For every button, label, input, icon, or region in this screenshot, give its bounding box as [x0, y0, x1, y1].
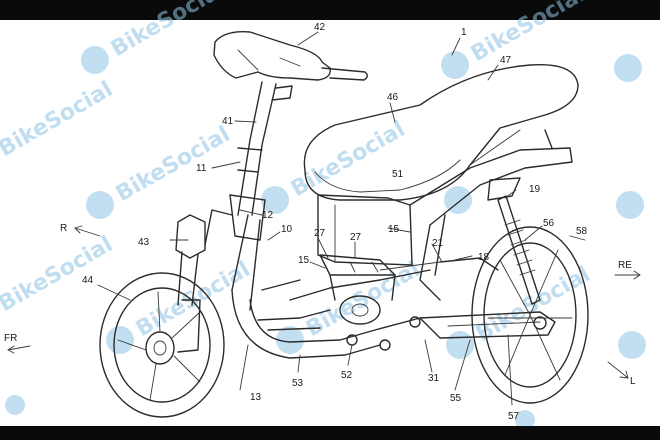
- direction-arrows: [7, 225, 641, 379]
- label-27-left: 27: [314, 228, 326, 239]
- bikesocial-logo-icon: [616, 191, 644, 219]
- label-55: 55: [450, 393, 462, 404]
- label-1: 1: [461, 27, 467, 38]
- bikesocial-logo-icon: [444, 186, 472, 214]
- seat: [303, 63, 579, 201]
- bikesocial-logo-icon: [618, 331, 646, 359]
- watermark-text: BikeSocial: [107, 0, 230, 62]
- handlebar: [213, 31, 368, 81]
- label-52: 52: [341, 370, 353, 381]
- label-47: 47: [500, 55, 512, 66]
- front-wheel: [99, 272, 225, 418]
- direction-r: R: [60, 223, 67, 234]
- bikesocial-logo-icon: [5, 395, 25, 415]
- label-53: 53: [292, 378, 304, 389]
- label-44: 44: [82, 275, 94, 286]
- label-46: 46: [387, 92, 399, 103]
- front-frame: [175, 81, 293, 311]
- watermark-10: BikeSocial: [106, 257, 254, 354]
- watermark-6: [614, 54, 642, 82]
- bikesocial-logo-icon: [106, 326, 134, 354]
- watermark-2: BikeSocial: [0, 77, 117, 162]
- label-18: 18: [478, 252, 490, 263]
- watermark-4: BikeSocial: [261, 117, 409, 214]
- watermark-9: BikeSocial: [0, 232, 117, 317]
- direction-l: L: [630, 376, 636, 387]
- bikesocial-logo-icon: [614, 54, 642, 82]
- watermark-text: BikeSocial: [467, 0, 590, 67]
- label-51: 51: [392, 169, 404, 180]
- direction-re: RE: [618, 260, 632, 271]
- watermark-text: BikeSocial: [112, 122, 235, 207]
- label-42: 42: [314, 22, 326, 33]
- label-27-right: 27: [350, 232, 362, 243]
- watermark-1: BikeSocial: [81, 0, 230, 74]
- watermark-3: BikeSocial: [86, 122, 235, 219]
- label-41: 41: [222, 116, 234, 127]
- leader-lines: [97, 31, 586, 406]
- watermark-text: BikeSocial: [0, 77, 117, 162]
- label-11: 11: [196, 163, 207, 174]
- label-19: 19: [529, 184, 541, 195]
- label-15-left: 15: [298, 255, 310, 266]
- label-13: 13: [250, 392, 262, 403]
- bikesocial-logo-icon: [261, 186, 289, 214]
- swing-arm: [419, 311, 556, 339]
- watermark-14: [5, 395, 25, 415]
- label-15-top: 15: [388, 224, 400, 235]
- label-10: 10: [281, 224, 293, 235]
- rear-frame: [379, 129, 573, 301]
- watermark-7: [444, 186, 472, 214]
- bottom-black-bar: [0, 426, 660, 440]
- label-31: 31: [428, 373, 440, 384]
- label-56: 56: [543, 218, 555, 229]
- label-43: 43: [138, 237, 150, 248]
- bikesocial-logo-icon: [86, 191, 114, 219]
- label-21: 21: [432, 238, 444, 249]
- watermark-13: [618, 331, 646, 359]
- watermark-text: BikeSocial: [0, 232, 117, 317]
- watermark-5: BikeSocial: [441, 0, 590, 79]
- battery-box: [317, 194, 421, 351]
- direction-fr: FR: [4, 333, 17, 344]
- direction-labels: R RE FR L: [4, 223, 636, 387]
- top-black-bar: [0, 0, 660, 20]
- rear-wheel: [471, 226, 589, 404]
- reference-labels: 1 42 47 46 41 11 51 19 12 10 27 27 15 21…: [82, 22, 588, 422]
- rear-shock: [497, 195, 541, 305]
- bikesocial-logo-icon: [441, 51, 469, 79]
- watermark-8: [616, 191, 644, 219]
- watermark-text: BikeSocial: [302, 257, 425, 342]
- floor-frame: [231, 269, 431, 359]
- label-58: 58: [576, 226, 588, 237]
- bikesocial-logo-icon: [515, 410, 535, 430]
- bikesocial-logo-icon: [81, 46, 109, 74]
- watermark-15: [515, 410, 535, 430]
- label-12: 12: [262, 210, 274, 221]
- bikesocial-logo-icon: [276, 326, 304, 354]
- label-57: 57: [508, 411, 520, 422]
